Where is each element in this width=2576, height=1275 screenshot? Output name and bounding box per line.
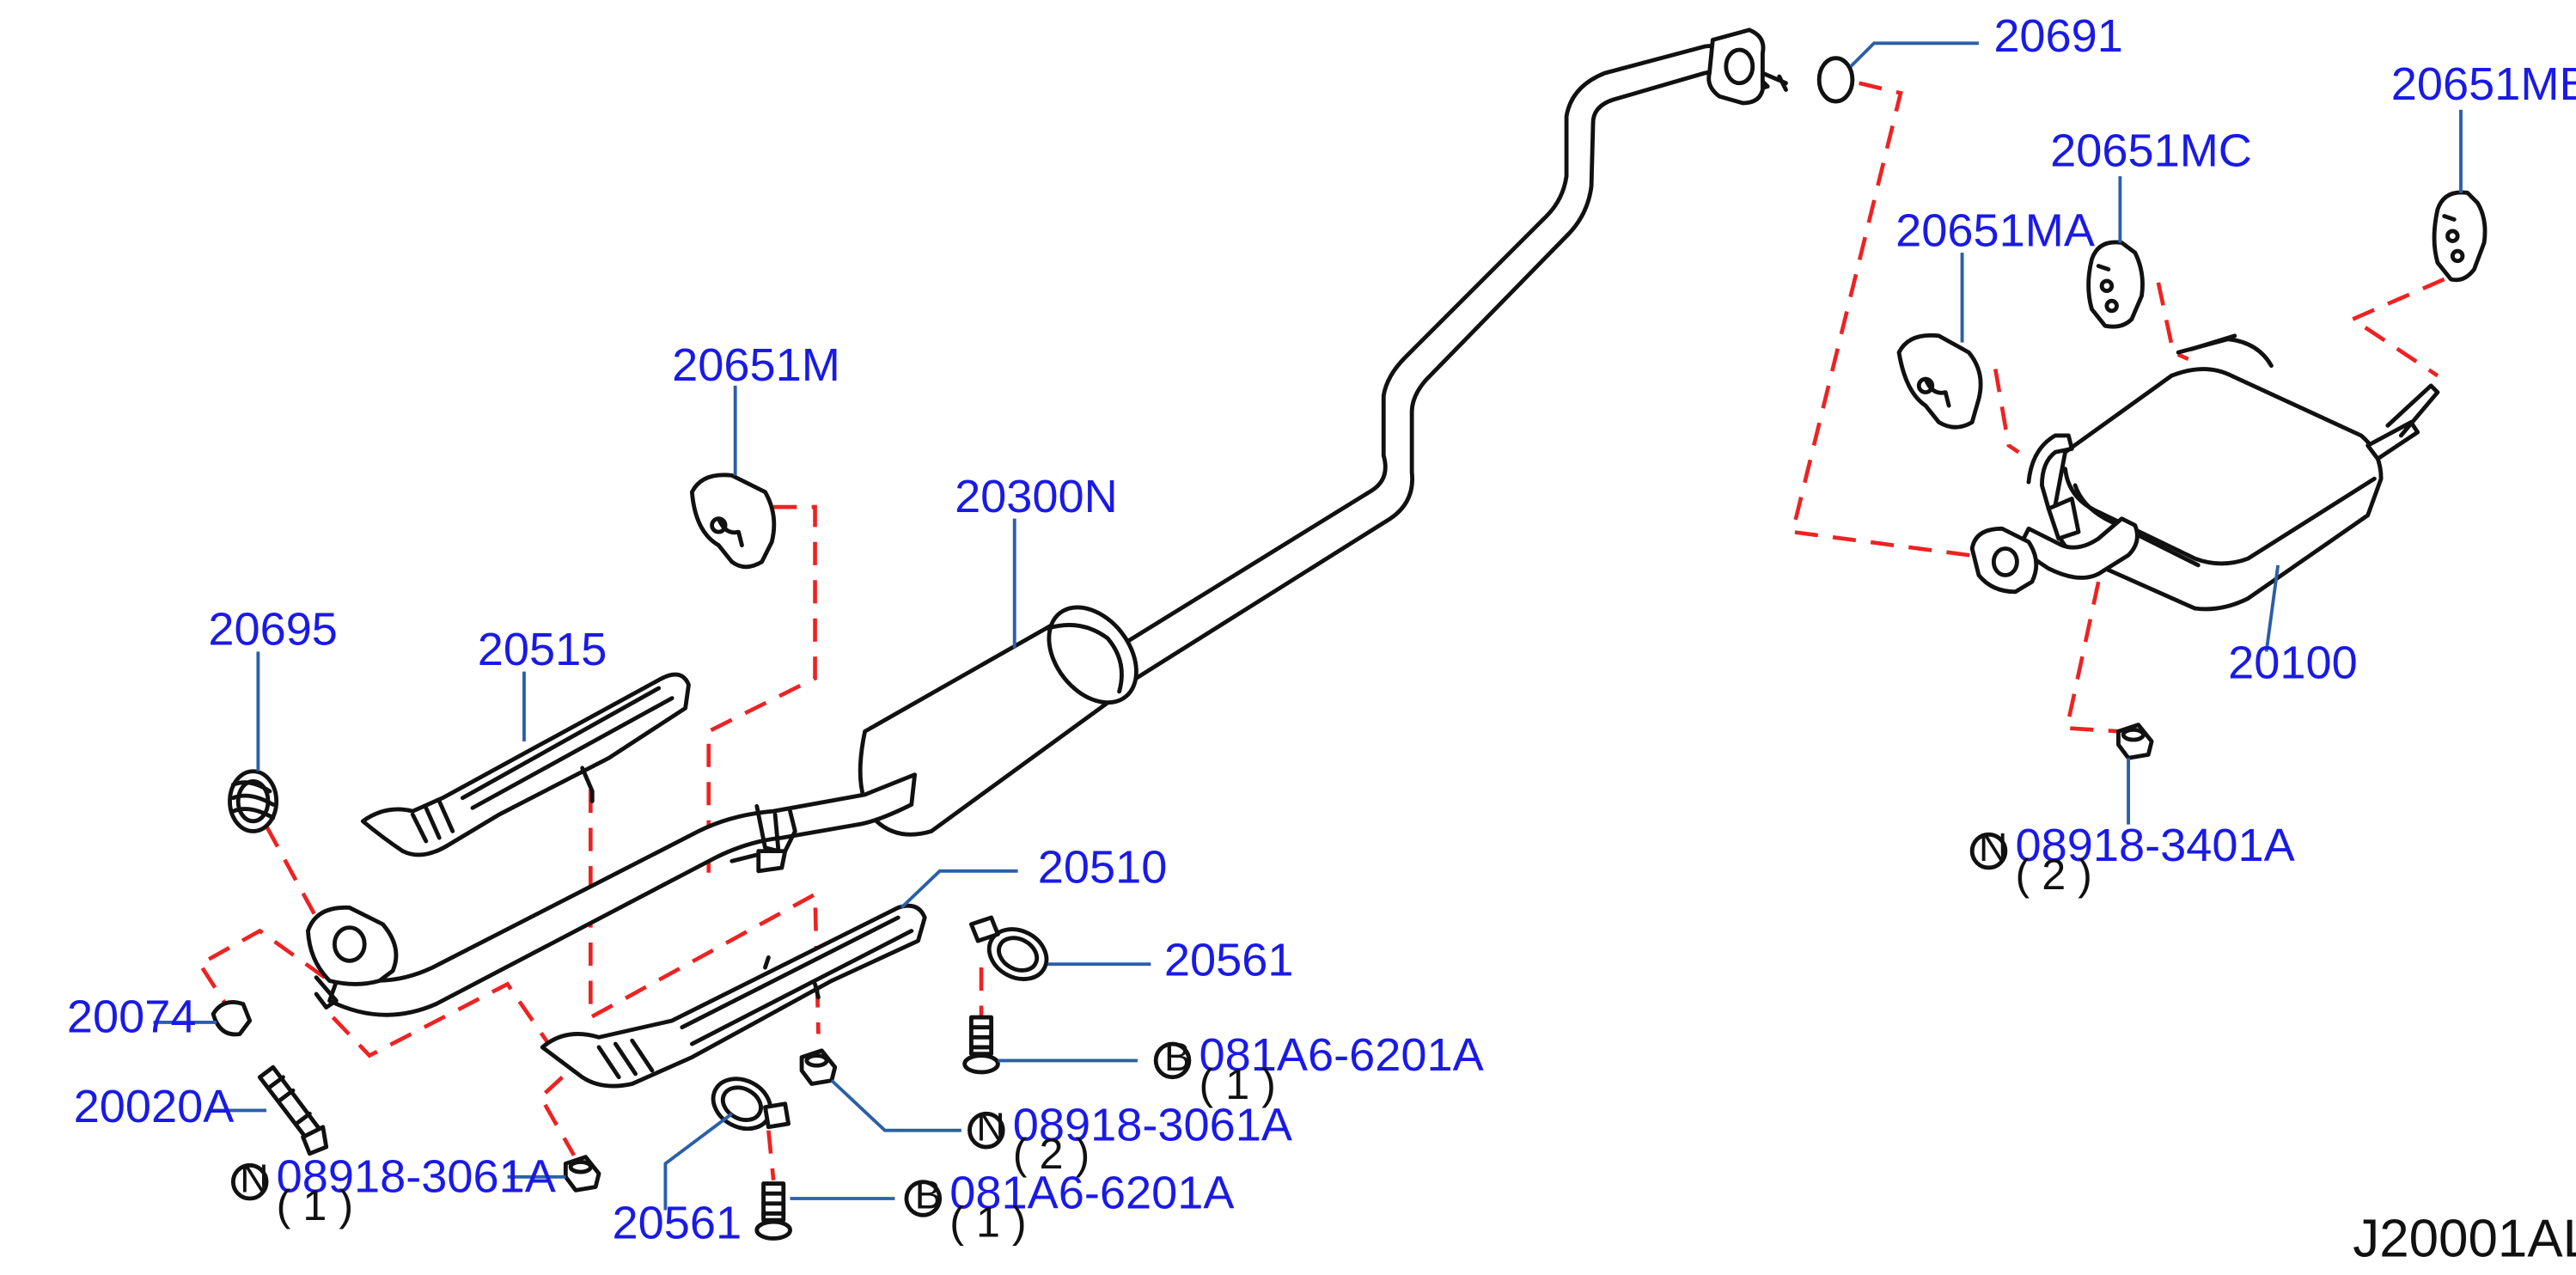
bolt-symbol-circle (1153, 1041, 1192, 1080)
callout-20074[interactable]: 20074 (67, 991, 197, 1043)
center-pipe-assembly[interactable] (306, 27, 1788, 1017)
nut-symbol-letter: N (1979, 825, 2008, 869)
callout-20515[interactable]: 20515 (478, 624, 607, 675)
qty-08918-3061a-mid: ( 2 ) (1013, 1129, 1090, 1178)
qty-081a6-6201a-bottom: ( 1 ) (949, 1197, 1026, 1246)
bolt-symbol-letter: B (1164, 1034, 1191, 1079)
callout-20561-top[interactable]: 20561 (1164, 935, 1294, 986)
seal-ring-20695[interactable] (228, 769, 279, 833)
callout-20020a[interactable]: 20020A (74, 1081, 235, 1132)
callout-08918-3061a-mid[interactable]: 08918-3061A (1013, 1099, 1293, 1150)
rubber-mount-20651mb[interactable] (2432, 190, 2487, 283)
bolt-081a6-6201a-bottom[interactable] (754, 1181, 792, 1241)
callout-20300n[interactable]: 20300N (955, 471, 1118, 522)
clamp-20561-top[interactable] (968, 915, 1055, 989)
nut-symbol-letter: N (240, 1156, 269, 1200)
callout-08918-3401a[interactable]: 08918-3401A (2015, 820, 2295, 871)
callout-20691[interactable]: 20691 (1993, 10, 2123, 62)
assembly-guides (197, 81, 2445, 1180)
bolt-symbol-circle (904, 1180, 943, 1217)
callout-081a6-6201a-bottom[interactable]: 081A6-6201A (949, 1168, 1235, 1219)
oxygen-sensor-20020a[interactable] (257, 1065, 329, 1156)
nut-symbol-circle (230, 1162, 269, 1201)
rubber-mount-20651mc[interactable] (2086, 240, 2145, 329)
plug-20074[interactable] (211, 1000, 253, 1037)
leader-lines (153, 41, 2463, 1211)
rubber-mount-20651m[interactable] (689, 473, 777, 570)
bolt-081a6-6201a-top[interactable] (962, 1015, 1000, 1075)
callout-20651mb[interactable]: 20651MB (2391, 58, 2576, 110)
rubber-mount-20651ma[interactable] (1896, 332, 1983, 430)
callout-20651ma[interactable]: 20651MA (1895, 204, 2096, 256)
qty-08918-3061a-left: ( 1 ) (277, 1180, 353, 1229)
callout-081a6-6201a-top[interactable]: 081A6-6201A (1199, 1029, 1484, 1081)
clamp-20561-bottom[interactable] (705, 1069, 791, 1138)
qty-08918-3401a: ( 2 ) (2015, 850, 2091, 899)
bolt-symbol-letter: B (915, 1173, 942, 1217)
gasket-20691[interactable] (1816, 56, 1855, 104)
callout-20510[interactable]: 20510 (1038, 841, 1168, 893)
qty-081a6-6201a-top: ( 1 ) (1199, 1059, 1275, 1108)
callout-20561-bottom[interactable]: 20561 (612, 1197, 742, 1248)
callout-20651mc[interactable]: 20651MC (2050, 125, 2252, 176)
callout-labels: 20691 20651MB 20651MC 20651MA 20651M 203… (67, 10, 2576, 1269)
callout-08918-3061a-left[interactable]: 08918-3061A (277, 1150, 557, 1202)
nut-symbol-circle (968, 1111, 1005, 1150)
callout-20100[interactable]: 20100 (2228, 637, 2358, 688)
nut-08918-3401a[interactable] (2116, 723, 2154, 760)
diagram-id: J20001AL (2353, 1210, 2576, 1269)
main-muffler[interactable] (1969, 333, 2440, 612)
callout-20695[interactable]: 20695 (208, 604, 338, 656)
callout-20651m[interactable]: 20651M (672, 339, 840, 391)
heat-insulator-20515[interactable] (360, 672, 691, 857)
heat-insulator-20510[interactable] (540, 903, 927, 1089)
nut-08918-3061a-left[interactable] (563, 1155, 601, 1193)
nut-symbol-letter: N (976, 1104, 1005, 1149)
nut-08918-3061a-mid[interactable] (799, 1048, 838, 1086)
nut-symbol-circle (1969, 832, 2008, 870)
